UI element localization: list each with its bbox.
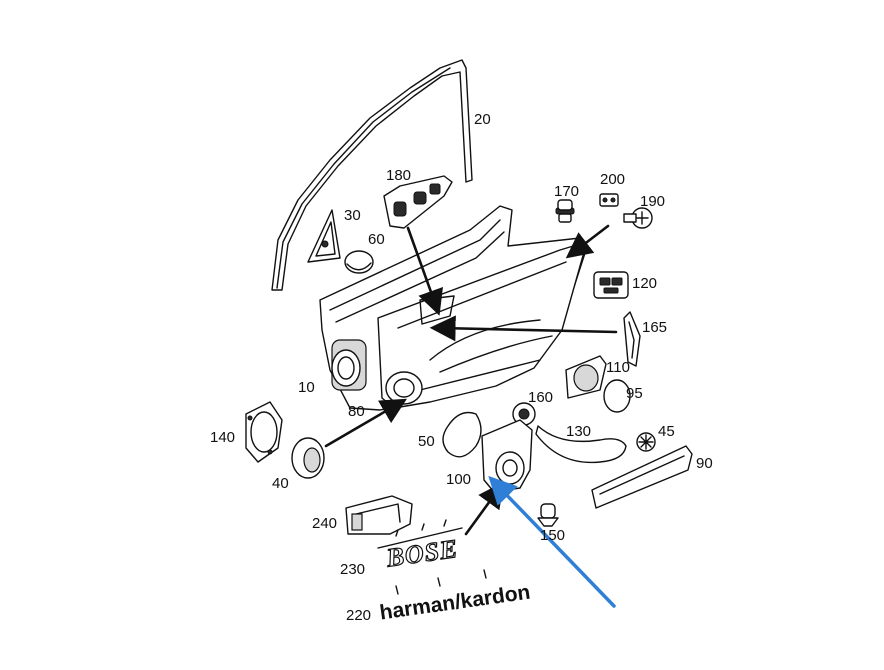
- part-220-harman-kardon-badge: harman/kardon: [378, 569, 532, 625]
- label-20: 20: [474, 111, 491, 128]
- label-180: 180: [386, 167, 411, 184]
- part-110-speaker-grille: [565, 355, 607, 399]
- label-165: 165: [642, 319, 667, 336]
- label-200: 200: [600, 171, 625, 188]
- part-240-bracket: [345, 495, 413, 535]
- leader-arrows: [324, 224, 618, 536]
- part-95-cover: [603, 379, 631, 413]
- highlight-arrow: [488, 475, 616, 608]
- part-130-pull-handle: [535, 425, 627, 464]
- label-150: 150: [540, 527, 565, 544]
- label-240: 240: [312, 515, 337, 532]
- label-50: 50: [418, 433, 435, 450]
- label-160: 160: [528, 389, 553, 406]
- label-10: 10: [298, 379, 315, 396]
- label-110: 110: [606, 359, 630, 376]
- label-95: 95: [626, 385, 643, 402]
- part-190-screw: [623, 207, 653, 229]
- label-90: 90: [696, 455, 713, 472]
- part-60-round-cover: [344, 250, 374, 274]
- label-120: 120: [632, 275, 657, 292]
- bose-logo: BOSE: [384, 534, 460, 573]
- label-230: 230: [340, 561, 365, 578]
- label-130: 130: [566, 423, 591, 440]
- part-30-mirror-triangle: [307, 209, 341, 263]
- part-170-grommet: [555, 199, 575, 223]
- label-100: 100: [446, 471, 471, 488]
- part-120-switch: [593, 271, 629, 299]
- part-20-window-frame-seal: [271, 59, 473, 291]
- label-140: 140: [210, 429, 235, 446]
- label-190: 190: [640, 193, 665, 210]
- label-30: 30: [344, 207, 361, 224]
- part-200-clip: [599, 193, 619, 207]
- part-140-speaker-ring: [245, 401, 283, 463]
- part-165-handle-trim: [623, 311, 641, 367]
- label-40: 40: [272, 475, 289, 492]
- part-labels: 20 30 60 180 170 200 190 120 165 110 95 …: [210, 111, 713, 624]
- part-40-speaker: [291, 437, 325, 479]
- label-45: 45: [658, 423, 675, 440]
- part-90-trim-strip: [591, 445, 693, 509]
- part-50-foam-pad: [442, 411, 482, 458]
- part-150-clip: [537, 503, 559, 527]
- part-100-speaker-housing: [481, 419, 533, 493]
- label-80: 80: [348, 403, 365, 420]
- label-220: 220: [346, 607, 371, 624]
- harman-kardon-logo: harman/kardon: [378, 581, 531, 625]
- label-60: 60: [368, 231, 385, 248]
- part-180-switch-panel: [383, 175, 453, 229]
- label-170: 170: [554, 183, 579, 200]
- part-45-cap: [636, 432, 656, 452]
